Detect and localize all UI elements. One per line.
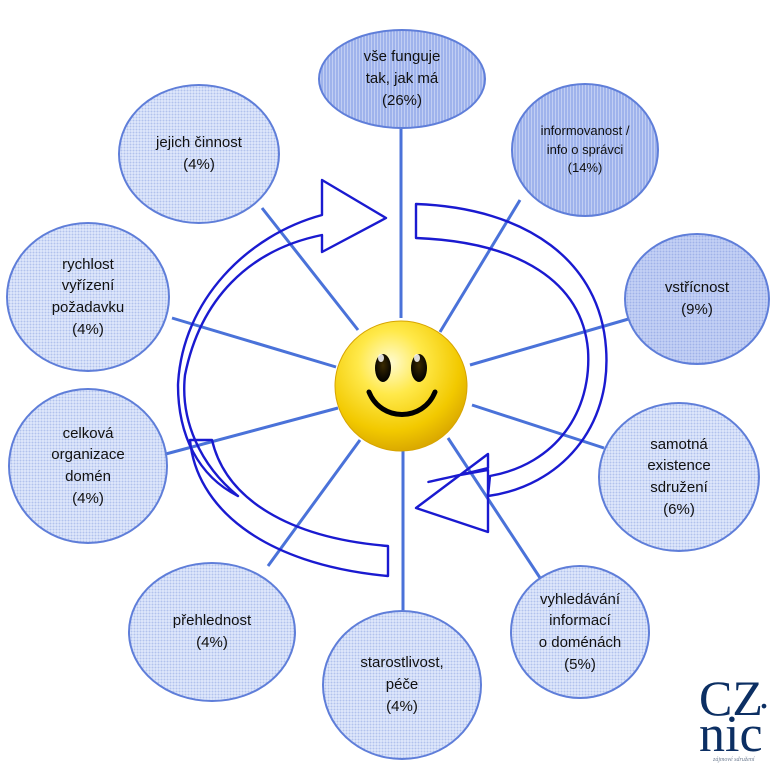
arrow-lower-right [414, 452, 490, 534]
smiley-left-eye [375, 354, 391, 382]
node-label: přehlednost [172, 612, 252, 630]
node-percent: (4%) [386, 697, 418, 715]
cz-nic-logo: CZ . nic zájmové sdružení [689, 665, 781, 765]
logo-tagline: zájmové sdružení [713, 757, 755, 763]
node-percent: (4%) [72, 320, 104, 338]
node-label: organizace [51, 446, 125, 464]
logo-line1: CZ [699, 670, 763, 726]
node-label: informovanost / [540, 122, 630, 138]
node-label: rychlost [62, 255, 114, 273]
node-label: vyřízení [61, 277, 115, 295]
node-label: sdružení [650, 479, 708, 496]
node-rychlost: rychlost vyřízení požadavku (4%) [6, 222, 170, 372]
node-starostlivost: starostlivost, péče (4%) [322, 610, 482, 760]
node-percent: (6%) [663, 500, 695, 518]
spoke-vstricnost [469, 316, 633, 367]
node-samotna-existence: samotná existence sdružení (6%) [598, 402, 760, 552]
spoke-jejich [260, 207, 360, 331]
cycle-arrows [176, 178, 608, 578]
spoke-rychlost [171, 316, 337, 369]
node-label: samotná [650, 435, 708, 453]
node-label: informací [549, 612, 611, 630]
node-label: péče [385, 676, 419, 694]
node-percent: (4%) [196, 634, 228, 651]
node-percent: (4%) [72, 489, 104, 507]
spokes [161, 128, 633, 612]
node-percent: (14%) [567, 160, 603, 176]
node-label: starostlivost, [360, 654, 444, 672]
node-vyhledavani: vyhledávání informací o doménách (5%) [510, 565, 650, 699]
node-label: existence [647, 457, 711, 475]
node-vstricnost: vstřícnost (9%) [624, 233, 770, 365]
node-label: celková [62, 424, 114, 442]
node-percent: (26%) [381, 91, 422, 109]
spoke-celkova [161, 406, 339, 457]
logo-line2: nic [699, 706, 763, 763]
node-label: info o správci [546, 141, 624, 157]
smiley-face [334, 320, 468, 452]
node-label: vstřícnost [664, 279, 730, 297]
node-prehlednost: přehlednost (4%) [128, 562, 296, 702]
node-celkova-organizace: celková organizace domén (4%) [8, 388, 168, 544]
node-vse-funguje: vše funguje tak, jak má (26%) [318, 29, 486, 129]
spoke-samotna [471, 403, 605, 450]
node-informovanost: informovanost / info o správci (14%) [511, 83, 659, 217]
node-label: vše funguje [363, 48, 441, 66]
node-jejich-cinnost: jejich činnost (4%) [118, 84, 280, 224]
smiley-mouth [366, 389, 438, 417]
node-percent: (5%) [564, 655, 596, 673]
node-percent: (9%) [681, 301, 713, 318]
smiley-right-eye [411, 354, 427, 382]
logo-dot: . [759, 672, 769, 717]
node-label: jejich činnost [156, 134, 242, 152]
node-label: tak, jak má [365, 70, 439, 88]
node-label: domén [65, 468, 111, 485]
arrow-upper-left [176, 178, 388, 498]
node-percent: (4%) [183, 156, 215, 173]
arrow-left-bottom [188, 438, 390, 578]
node-label: o doménách [538, 634, 622, 651]
spoke-vyhledavani [446, 437, 550, 591]
spoke-informovanost [438, 199, 522, 333]
node-label: požadavku [51, 299, 125, 316]
spoke-prehlednost [266, 439, 362, 567]
node-label: vyhledávání [539, 590, 621, 608]
